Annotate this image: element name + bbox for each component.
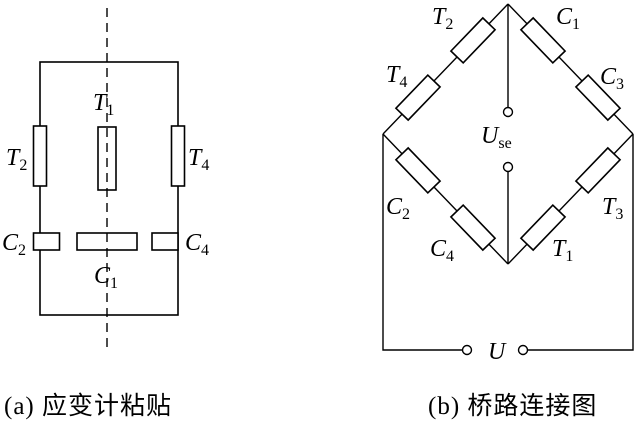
label-b-t3: T3 bbox=[602, 194, 623, 223]
label-a-t2: T2 bbox=[6, 145, 27, 174]
label-b-c3: C3 bbox=[600, 64, 624, 93]
label-a-c1: C1 bbox=[94, 263, 118, 292]
gauge-t2-rect bbox=[32, 125, 48, 187]
label-a-c4: C4 bbox=[185, 230, 209, 259]
resistor-c2-rect bbox=[394, 146, 442, 194]
caption-a: (a) 应变计粘贴 bbox=[4, 392, 172, 420]
label-b-c4: C4 bbox=[430, 236, 454, 265]
label-b-t1: T1 bbox=[552, 236, 573, 265]
resistor-c1-rect bbox=[519, 16, 567, 64]
label-a-t1: T1 bbox=[93, 90, 114, 119]
resistor-t3-rect bbox=[574, 146, 622, 194]
output-terminal-bottom bbox=[502, 161, 514, 173]
resistor-c3-rect bbox=[574, 74, 622, 122]
label-b-use: Use bbox=[481, 123, 512, 152]
gauge-t4-rect bbox=[170, 125, 186, 187]
specimen-outline bbox=[39, 61, 179, 316]
panel-a-strain-gauge-layout: T1 T2 T4 C2 C4 C1 (a) 应变计粘贴 bbox=[2, 8, 209, 420]
resistor-t2-rect bbox=[449, 16, 497, 64]
supply-wire-right bbox=[528, 134, 634, 351]
label-b-u: U bbox=[488, 339, 507, 365]
label-a-t4: T4 bbox=[188, 145, 209, 174]
supply-terminal-right bbox=[517, 344, 529, 356]
label-b-c2: C2 bbox=[386, 194, 410, 223]
resistor-t1-rect bbox=[519, 204, 567, 252]
output-terminal-top bbox=[502, 106, 514, 118]
supply-terminal-left bbox=[461, 344, 473, 356]
supply-wire-left bbox=[382, 134, 462, 351]
gauge-c4-rect bbox=[151, 232, 179, 251]
label-b-t2: T2 bbox=[432, 4, 453, 33]
label-a-c2: C2 bbox=[2, 230, 26, 259]
gauge-c2-rect bbox=[32, 232, 61, 251]
caption-b: (b) 桥路连接图 bbox=[428, 392, 597, 420]
resistor-t4-rect bbox=[394, 74, 442, 122]
label-b-t4: T4 bbox=[386, 62, 407, 91]
label-b-c1: C1 bbox=[556, 4, 580, 33]
panel-b-bridge-circuit: T2 C1 T4 C3 C2 T3 C4 T1 Use U (b) 桥路连接图 bbox=[382, 3, 634, 420]
resistor-c4-rect bbox=[449, 204, 497, 252]
